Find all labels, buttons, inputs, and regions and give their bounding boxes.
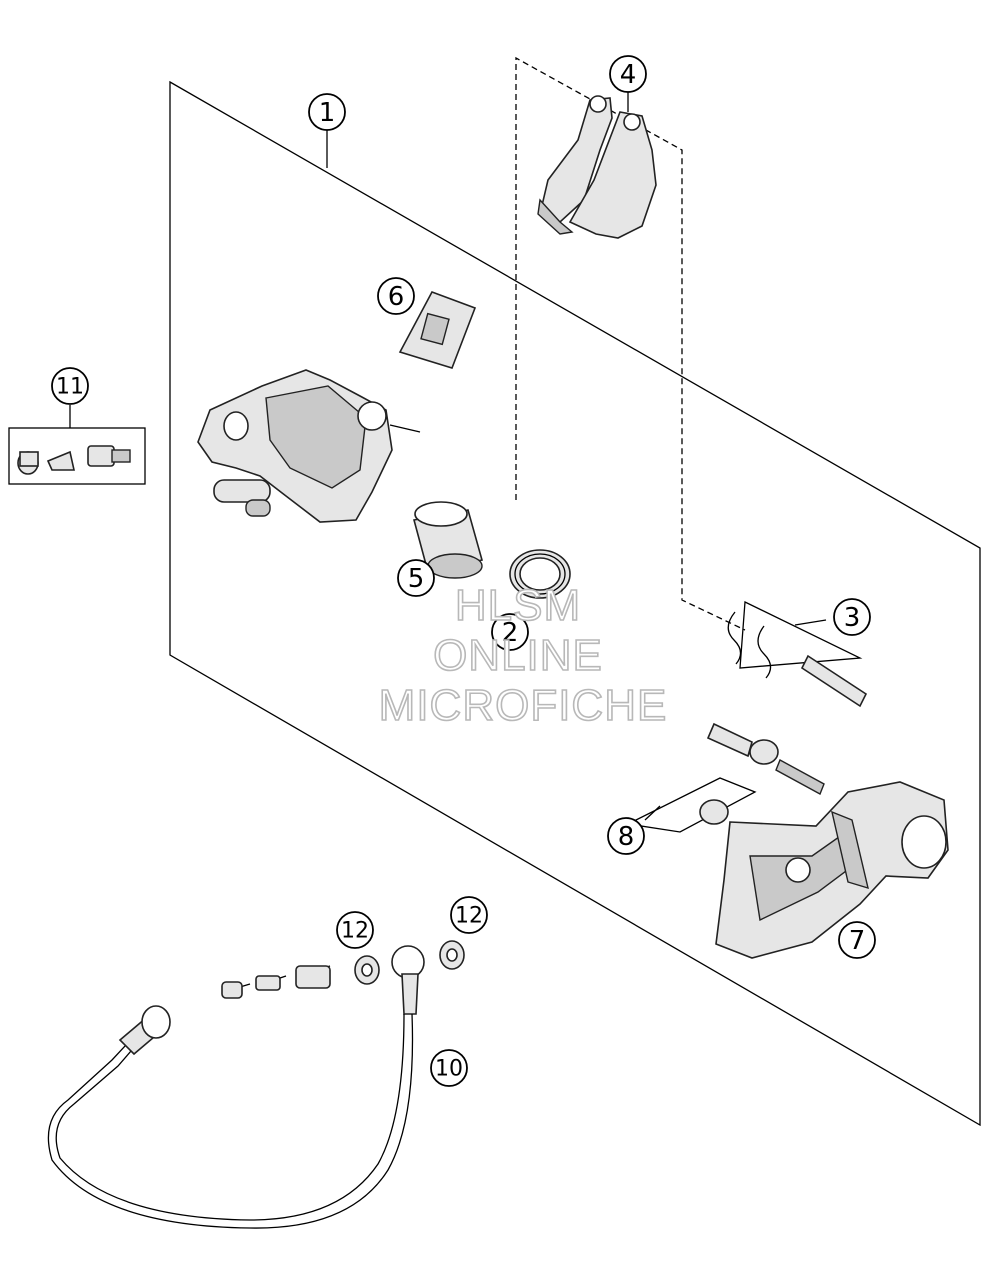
callout-12-left: 12 xyxy=(336,911,374,949)
pad-spring xyxy=(398,291,477,369)
callout-label: 8 xyxy=(618,822,635,852)
callout-label: 5 xyxy=(408,564,425,594)
callout-2: 2 xyxy=(491,613,529,651)
callout-label: 2 xyxy=(502,618,519,648)
pin-and-clips xyxy=(727,611,868,708)
caliper-body xyxy=(197,369,393,523)
callout-label: 12 xyxy=(455,904,483,929)
watermark: HLSM ONLINE MICROFICHE xyxy=(378,580,668,731)
callout-label: 4 xyxy=(620,60,637,90)
callout-1: 1 xyxy=(308,93,346,131)
watermark-line-1: HLSM xyxy=(455,581,581,630)
leader-lines xyxy=(69,92,863,833)
callout-5: 5 xyxy=(397,559,435,597)
bleeder-kit-box xyxy=(8,427,146,485)
caliper-support xyxy=(715,781,949,959)
seal-kit xyxy=(509,549,571,599)
brake-pad-group-frame xyxy=(515,56,746,631)
callout-10: 10 xyxy=(430,1049,468,1087)
callout-label: 7 xyxy=(849,926,866,956)
callout-8: 8 xyxy=(607,817,645,855)
callout-label: 1 xyxy=(319,98,336,128)
callout-6: 6 xyxy=(377,277,415,315)
brake-pads xyxy=(537,95,657,239)
callout-3: 3 xyxy=(833,598,871,636)
bushings xyxy=(699,722,825,825)
callout-label: 6 xyxy=(388,282,405,312)
callout-4: 4 xyxy=(609,55,647,93)
callout-11: 11 xyxy=(51,367,89,405)
callout-label: 3 xyxy=(844,603,861,633)
callout-12-right: 12 xyxy=(450,896,488,934)
callout-label: 12 xyxy=(341,919,369,944)
callout-label: 10 xyxy=(435,1057,463,1082)
watermark-line-3: MICROFICHE xyxy=(379,681,668,730)
piston xyxy=(413,501,483,579)
washers xyxy=(354,940,465,985)
brake-line xyxy=(47,945,425,1229)
assembly-frame xyxy=(169,80,981,1127)
callout-7: 7 xyxy=(838,921,876,959)
watermark-line-2: ONLINE xyxy=(433,631,603,680)
callout-label: 11 xyxy=(56,375,84,400)
